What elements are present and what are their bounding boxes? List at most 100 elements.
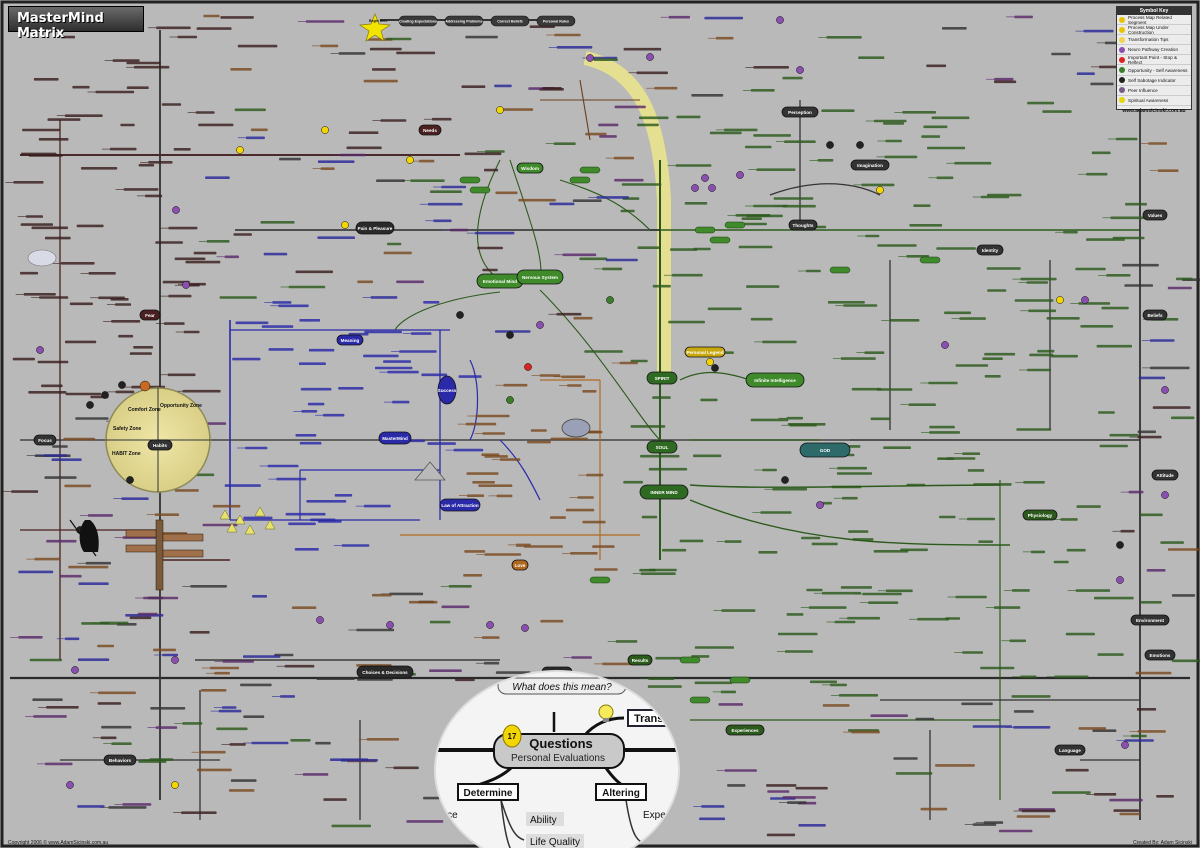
leaf-text-block [198, 123, 234, 127]
leaf-text-block [195, 111, 215, 114]
node-label: Attitude [1156, 473, 1174, 478]
leaf-text-block [1027, 101, 1055, 105]
leaf-text-block [851, 387, 882, 391]
leaf-text-block [1051, 354, 1078, 358]
leaf-text-block [182, 722, 203, 725]
leaf-text-block [923, 125, 948, 129]
leaf-text-block [111, 742, 132, 745]
leaf-text-block [292, 606, 317, 609]
leaf-text-block [676, 115, 701, 119]
leaf-text-block [302, 773, 329, 776]
leaf-text-block [654, 86, 678, 90]
symbol-key-label: Peer Influence [1128, 87, 1158, 93]
leaf-text-block [623, 480, 643, 484]
leaf-text-block [205, 176, 230, 179]
marker-icon [536, 321, 544, 329]
leaf-text-block [87, 514, 113, 517]
leaf-text-block [150, 707, 186, 710]
leaf-text-block [885, 139, 902, 143]
leaf-text-block [928, 381, 958, 385]
leaf-text-block [840, 586, 872, 589]
leaf-text-block [317, 160, 355, 163]
leaf-text-block [163, 322, 185, 325]
leaf-text-block [870, 417, 891, 421]
leaf-text-block [156, 26, 191, 30]
leaf-text-block [334, 494, 353, 497]
leaf-text-block [145, 194, 163, 198]
warning-triangle-icon [219, 509, 231, 520]
leaf-text-block [363, 354, 399, 358]
leaf-text-block [895, 772, 933, 775]
leaf-text-block [929, 425, 955, 429]
leaf-text-block [300, 387, 332, 391]
symbol-key-row: Process Map Under Construction [1117, 25, 1191, 36]
leaf-text-block [323, 798, 347, 801]
symbol-key-label: Opportunity - Self Awareness [1128, 67, 1188, 73]
marker-icon [524, 363, 532, 371]
leaf-text-block [216, 727, 248, 731]
leaf-text-block [221, 706, 237, 709]
leaf-text-block [195, 473, 215, 477]
opportunity-zone-label: Opportunity Zone [160, 403, 202, 409]
leaf-text-block [648, 467, 688, 471]
marker-icon [691, 184, 699, 192]
leaf-text-block [430, 190, 462, 193]
leaf-text-block [1140, 601, 1162, 604]
marker-icon [606, 296, 614, 304]
leaf-text-block [539, 374, 561, 377]
leaf-text-block [1030, 550, 1045, 554]
leaf-text-block [387, 370, 419, 374]
leaf-text-block [474, 231, 515, 235]
leaf-text-block [39, 296, 69, 299]
node-label: Wisdom [521, 166, 539, 171]
top-flow-node: Creating Expectations [398, 15, 438, 27]
leaf-text-block [908, 403, 936, 406]
leaf-text-block [865, 234, 880, 238]
leaf-text-block [579, 257, 608, 261]
leaf-text-block [613, 156, 634, 160]
leaf-text-block [219, 296, 257, 299]
leaf-text-block [773, 197, 814, 200]
leaf-text-block [843, 304, 878, 307]
leaf-text-block [396, 280, 424, 284]
leaf-text-block [363, 504, 391, 508]
leaf-text-block [279, 157, 301, 161]
leaf-text-block [290, 739, 311, 742]
leaf-text-block [753, 204, 788, 208]
leaf-text-block [448, 585, 472, 588]
node-physiology: Physiology [1022, 509, 1058, 521]
leaf-text-block [913, 204, 931, 207]
leaf-text-block [484, 553, 522, 556]
leaf-text-block [553, 142, 576, 145]
node-pain-pleasure: Pain & Pleasure [355, 221, 395, 235]
leaf-text-block [23, 293, 56, 296]
node-label: Pain & Pleasure [358, 226, 393, 231]
symbol-key-label: Important Point - Stop & Reflect [1128, 54, 1178, 65]
leaf-text-block [383, 251, 412, 255]
leaf-text-block [137, 612, 158, 616]
leaf-text-block [967, 517, 995, 521]
leaf-text-block [861, 183, 895, 187]
leaf-text-block [1098, 411, 1115, 414]
leaf-text-block [168, 294, 192, 298]
node-label: Focus [38, 438, 52, 443]
leaf-text-block [126, 86, 149, 89]
leaf-text-block [229, 743, 246, 746]
leaf-text-block [772, 487, 807, 491]
node-environment: Environment [1130, 614, 1170, 626]
leaf-text-block [1076, 505, 1101, 508]
leaf-text-block [1063, 230, 1078, 234]
leaf-text-block [1046, 317, 1080, 320]
connector-line [679, 371, 751, 381]
node-label: Language [1059, 748, 1081, 753]
marker-icon [708, 184, 716, 192]
leaf-text-block [331, 824, 371, 828]
symbol-key-row: Process Map Related Segment [1117, 15, 1191, 26]
website-link[interactable]: www.adamsicinski.com.au [1122, 107, 1186, 114]
leaf-text-block [197, 768, 232, 772]
leaf-text-block [1080, 325, 1114, 328]
leaf-text-block [301, 410, 318, 413]
leaf-text-block [782, 76, 803, 80]
marker-icon [1161, 386, 1169, 394]
